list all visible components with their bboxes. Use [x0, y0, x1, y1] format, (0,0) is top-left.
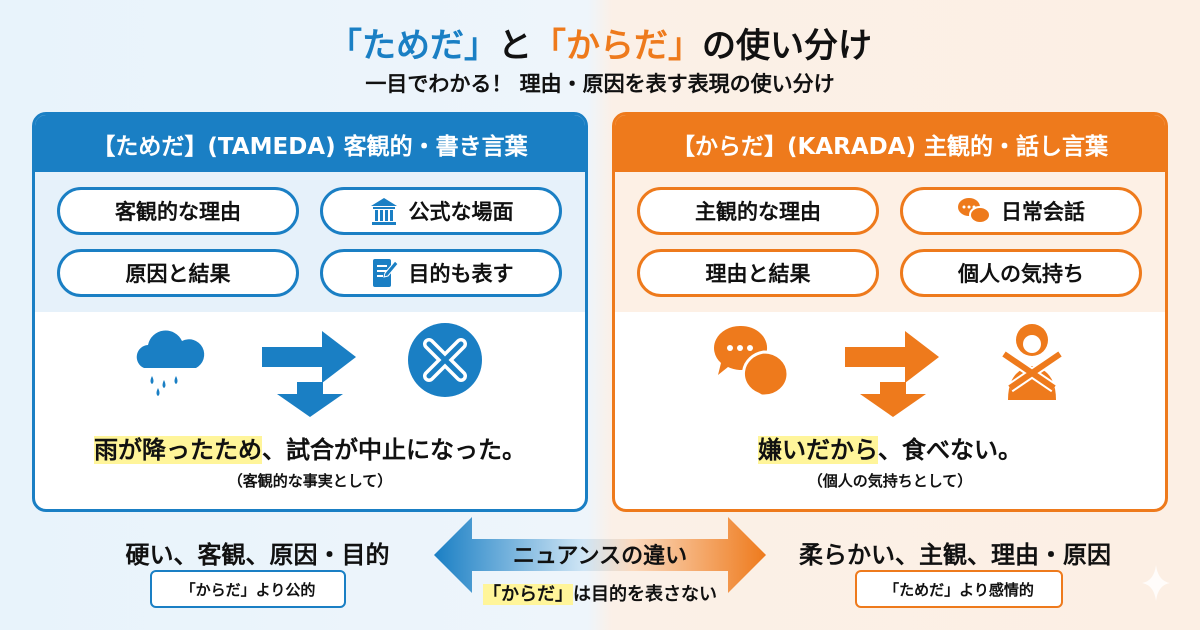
tameda-badge: 「からだ」より公的: [150, 570, 346, 608]
karada-badge: 「ためだ」より感情的: [855, 570, 1063, 608]
arrow-right-icon: [262, 331, 356, 383]
tameda-header: 【ためだ】(TAMEDA) 客観的・書き言葉: [35, 115, 585, 172]
cancel-x-icon: [408, 323, 482, 397]
example-note: （個人の気持ちとして）: [807, 472, 973, 490]
notebook-pen-icon: [372, 259, 399, 287]
person-refusing-icon: [1001, 324, 1063, 400]
page-subtitle: 一目でわかる！ 理由・原因を表す表現の使い分け: [365, 72, 835, 96]
pill: 原因と結果: [57, 249, 299, 297]
nuance-note: 「からだ」は目的を表さない: [483, 584, 717, 605]
tameda-summary: 硬い、客観、原因・目的: [125, 541, 390, 569]
karada-header: 【からだ】(KARADA) 主観的・話し言葉: [615, 115, 1165, 172]
arrow-right-icon: [845, 331, 939, 383]
chat-bubbles-icon: [958, 198, 991, 224]
sparkle-icon: [1142, 565, 1170, 601]
pill: 理由と結果: [637, 249, 879, 297]
double-arrow-icon: [434, 517, 766, 593]
example-sentence: 嫌いだから、食べない。: [758, 436, 1022, 464]
pill: 公式な場面: [320, 187, 562, 235]
example-sentence: 雨が降ったため、試合が中止になった。: [94, 436, 526, 464]
pill: 日常会話: [900, 187, 1142, 235]
karada-card: 【からだ】(KARADA) 主観的・話し言葉 主観的な理由 日常会話 理由と結果…: [612, 112, 1168, 512]
example-note: （客観的な事実として）: [227, 472, 393, 490]
pill: 客観的な理由: [57, 187, 299, 235]
arrow-down-icon: [860, 382, 926, 417]
pill: 目的も表す: [320, 249, 562, 297]
karada-summary: 柔らかい、主観、理由・原因: [799, 541, 1111, 569]
tameda-card: 【ためだ】(TAMEDA) 客観的・書き言葉 客観的な理由 公式な場面 原因と結…: [32, 112, 588, 512]
bank-icon: [370, 198, 397, 225]
pill: 主観的な理由: [637, 187, 879, 235]
page-title: 「ためだ」と「からだ」の使い分け: [328, 26, 872, 66]
rain-cloud-icon: [136, 330, 205, 396]
arrow-down-icon: [277, 382, 343, 417]
nuance-label: ニュアンスの違い: [512, 544, 688, 569]
pill: 個人の気持ち: [900, 249, 1142, 297]
chat-bubbles-icon: [714, 325, 790, 402]
